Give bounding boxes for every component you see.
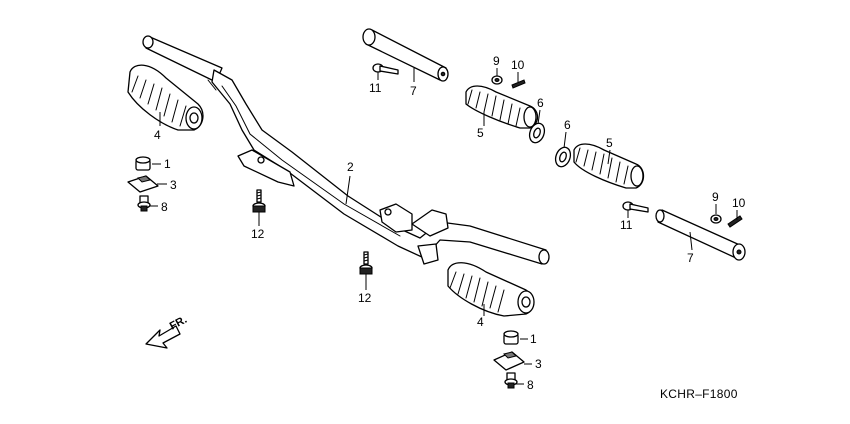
callout-7-upper: 7 [410,84,417,98]
callout-4-upper: 4 [154,128,161,142]
collar-upper [135,156,151,171]
bolt-8-upper [137,195,151,212]
callout-1-upper: 1 [164,157,171,171]
plate-upper [127,175,159,193]
bolt-8-lower [504,372,518,389]
bolt-12-left [252,189,266,213]
washer-lower [554,146,572,168]
callout-10-lower: 10 [732,196,746,210]
cotter-pin-lower [727,215,743,228]
bolt-12-center [359,251,373,275]
callout-12-left: 12 [251,227,265,241]
callout-9-lower: 9 [712,190,719,204]
footpeg-rubber-lower [447,262,535,317]
cotter-pin-upper [511,79,526,89]
callout-6-lower: 6 [564,118,571,132]
callout-11-lower: 11 [620,218,633,232]
callout-3-upper: 3 [170,178,177,192]
step-rubber-lower [573,143,645,189]
clevis-pin-upper [372,63,399,75]
callout-labels: 1 3 8 4 12 12 4 1 3 8 2 11 7 9 10 6 5 6 … [154,54,746,392]
callout-1-lower: 1 [530,332,537,346]
callout-6-upper: 6 [537,96,544,110]
front-direction-label: FR. [168,314,189,333]
callout-8-upper: 8 [161,200,168,214]
callout-12-center: 12 [358,291,372,305]
diagram-code: KCHR–F1800 [660,387,738,401]
plate-lower [493,351,525,371]
collar-lower [503,330,519,345]
washer-upper [528,122,546,144]
callout-7-lower: 7 [687,251,694,265]
callout-4-lower: 4 [477,315,484,329]
front-direction-arrow-icon: FR. [145,314,189,349]
callout-5-lower: 5 [606,136,613,150]
footpeg-rubber-upper [127,64,204,131]
leader-lines [150,68,738,385]
step-pin-lower [655,209,746,261]
washer-9-lower [710,214,722,224]
callout-3-lower: 3 [535,357,542,371]
callout-8-lower: 8 [527,378,534,392]
callout-11-upper: 11 [369,81,382,95]
washer-9-upper [491,75,503,85]
clevis-pin-lower [622,201,649,213]
callout-10-upper: 10 [511,58,525,72]
step-pin-upper [362,28,449,82]
callout-2: 2 [347,160,354,174]
callout-9-upper: 9 [493,54,500,68]
step-rubber-upper [465,85,539,129]
callout-5-upper: 5 [477,126,484,140]
step-bar [142,35,550,265]
